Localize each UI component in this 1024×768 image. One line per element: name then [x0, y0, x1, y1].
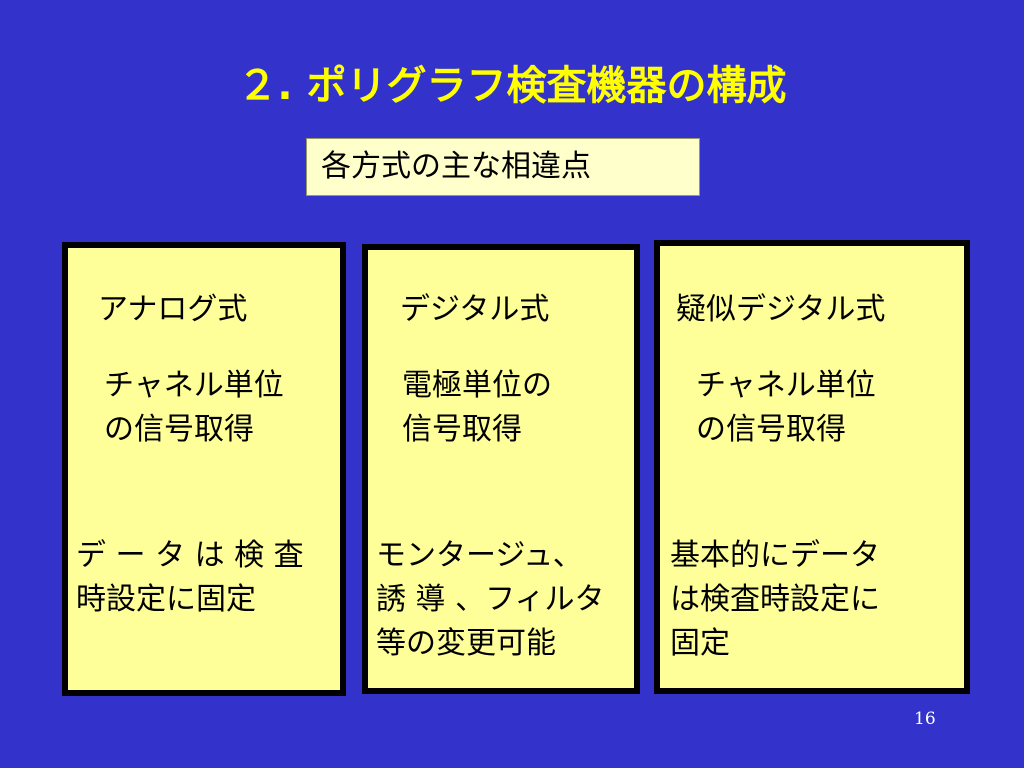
- panel-analog: [62, 242, 346, 696]
- slide-title: ２. ポリグラフ検査機器の構成: [237, 63, 787, 109]
- panel-digital: [362, 244, 640, 694]
- pseudo-digital-heading: 疑似デジタル式: [676, 292, 886, 327]
- analog-heading: アナログ式: [98, 292, 248, 327]
- pseudo-digital-note: 基本的にデータ は検査時設定に 固定: [670, 538, 880, 661]
- pseudo-digital-acquisition: チャネル単位 の信号取得: [696, 368, 876, 447]
- panel-pseudo-digital: [654, 240, 970, 694]
- page-number: 16: [914, 709, 936, 729]
- analog-note: デ ー タ は 検 査 時設定に固定: [76, 538, 304, 617]
- analog-acquisition: チャネル単位 の信号取得: [104, 368, 284, 447]
- digital-acquisition: 電極単位の 信号取得: [402, 368, 552, 447]
- subtitle-text: 各方式の主な相違点: [321, 149, 591, 184]
- digital-heading: デジタル式: [400, 292, 550, 327]
- subtitle-box: 各方式の主な相違点: [306, 138, 700, 196]
- digital-note: モンタージュ、 誘 導 、フィルタ 等の変更可能: [376, 538, 605, 661]
